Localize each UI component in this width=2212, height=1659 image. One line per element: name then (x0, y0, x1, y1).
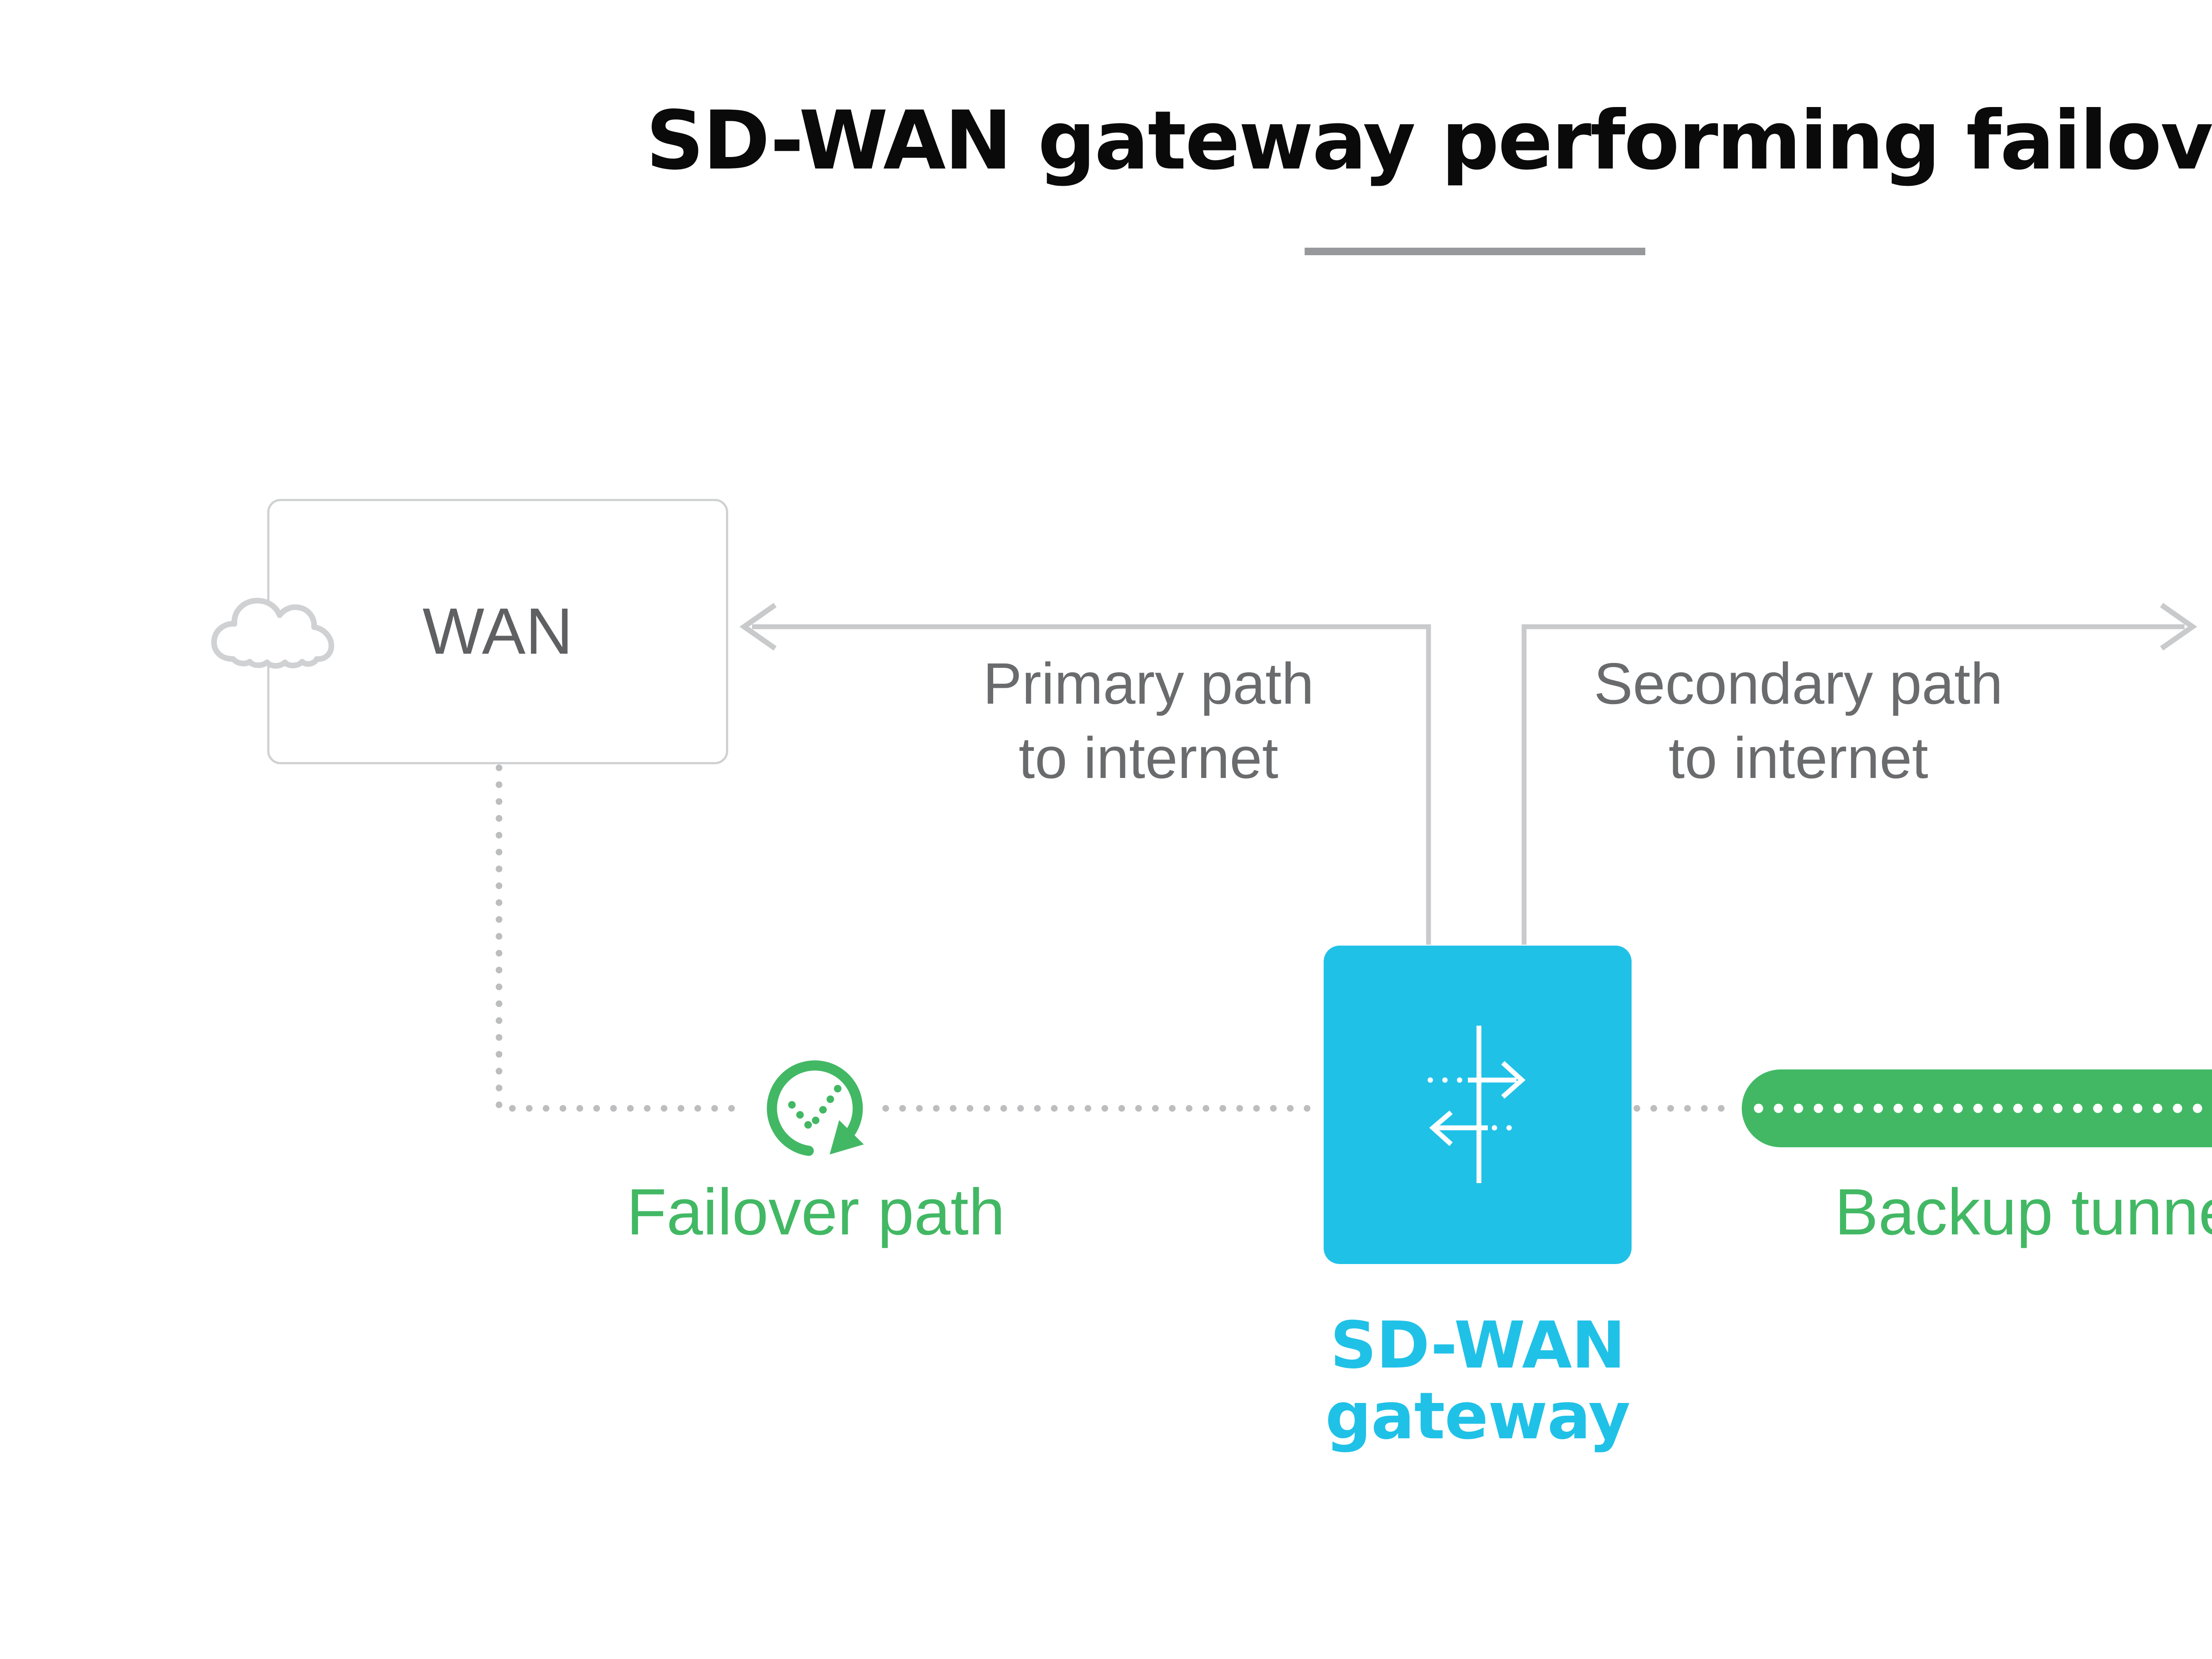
sdwan-gateway-label: SD-WAN gateway (1325, 1308, 1631, 1454)
secondary-path-label: Secondary path to internet (1594, 651, 2003, 790)
backup-tunnel-label: Backup tunnel (1834, 1176, 2212, 1249)
wan-cloud-icon (211, 598, 334, 669)
failover-path-label: Failover path (626, 1176, 1005, 1249)
wan-node: WAN (267, 499, 728, 764)
secondary-path-arrowhead-icon (2160, 603, 2197, 651)
backup-tunnel-capsule (1742, 1069, 2212, 1147)
primary-path-arrowhead-icon (739, 603, 777, 651)
primary-path-label: Primary path to internet (983, 651, 1314, 790)
failover-dotted-line-left (495, 764, 750, 1112)
failover-refresh-check-icon (767, 1060, 864, 1156)
page-title: SD-WAN gateway performing failover (645, 94, 2212, 188)
wan-label: WAN (422, 595, 573, 668)
routing-arrows-icon (1428, 1026, 1526, 1183)
title-divider (1305, 248, 1645, 255)
